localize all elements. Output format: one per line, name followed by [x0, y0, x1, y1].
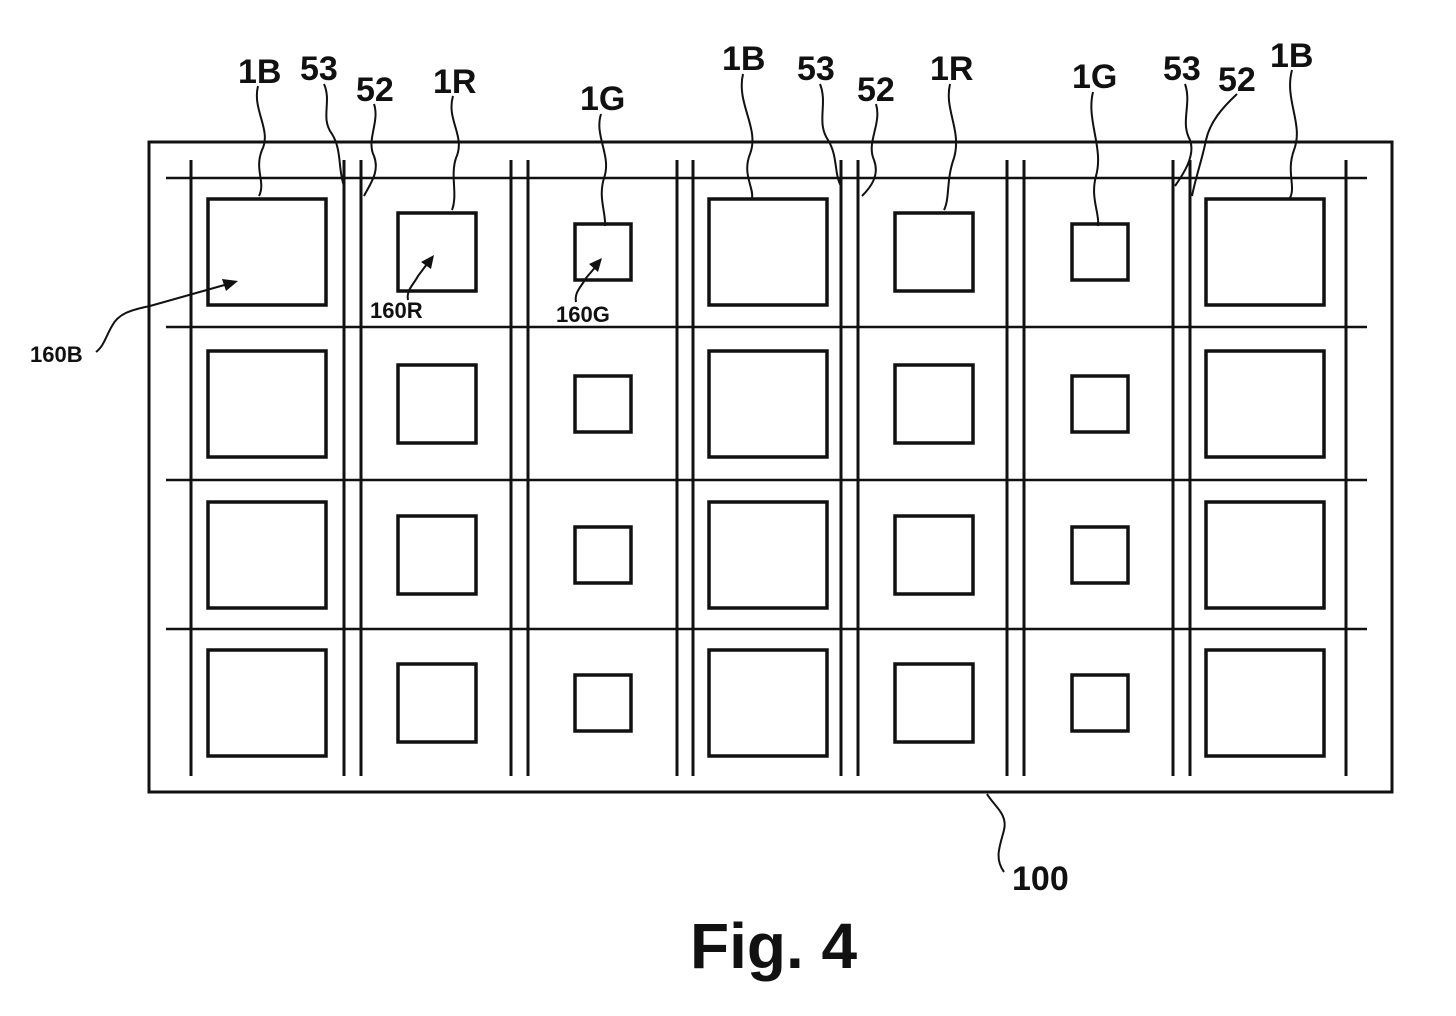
- leader-line: [451, 96, 458, 210]
- pixel-region-b: [1206, 502, 1324, 608]
- substrate-annotation: 100: [987, 794, 1069, 898]
- pixel-region-g: [575, 376, 631, 432]
- leader-line: [862, 104, 877, 196]
- pixel-region-g: [1072, 224, 1128, 280]
- pixel-region-g: [575, 224, 631, 280]
- label-53: 53: [300, 50, 338, 88]
- leader-line: [1091, 92, 1098, 226]
- vertical-lines: [191, 160, 1346, 776]
- arrowhead-160b: [222, 279, 238, 291]
- leader-line: [1192, 94, 1237, 196]
- label-1b: 1B: [1270, 37, 1313, 75]
- pixel-region-b: [709, 650, 827, 756]
- label-52: 52: [356, 71, 394, 109]
- leader-lines: [257, 70, 1297, 226]
- pixel-regions: [208, 199, 1324, 756]
- arrow-160r: [408, 260, 430, 300]
- label-100: 100: [1012, 860, 1069, 898]
- label-1b: 1B: [238, 53, 281, 91]
- pixel-region-b: [1206, 351, 1324, 457]
- pixel-region-r: [895, 213, 973, 291]
- pixel-region-g: [575, 527, 631, 583]
- pixel-region-b: [709, 351, 827, 457]
- pixel-region-r: [398, 664, 476, 742]
- pixel-region-r: [398, 213, 476, 291]
- pixel-region-r: [398, 365, 476, 443]
- label-53: 53: [797, 50, 835, 88]
- label-1r: 1R: [433, 63, 476, 101]
- leader-line: [944, 84, 956, 210]
- label-52: 52: [1218, 61, 1256, 99]
- pixel-region-b: [1206, 650, 1324, 756]
- arrow-160g: [576, 264, 598, 302]
- label-1g: 1G: [580, 80, 625, 118]
- label-1g: 1G: [1072, 58, 1117, 96]
- label-53: 53: [1163, 50, 1201, 88]
- pixel-region-b: [709, 199, 827, 305]
- figure-caption: Fig. 4: [690, 910, 858, 982]
- pixel-region-b: [208, 650, 326, 756]
- pixel-region-r: [398, 516, 476, 594]
- pixel-region-g: [575, 675, 631, 731]
- label-160g: 160G: [556, 302, 610, 327]
- leader-line: [364, 104, 376, 196]
- arrowhead-160g: [589, 258, 602, 272]
- horizontal-lines: [166, 178, 1367, 629]
- leader-line: [742, 74, 753, 198]
- top-labels: 1B 53 52 1R 1G 1B 53 52 1R 1G 53 52 1B: [238, 37, 1313, 118]
- leader-line: [820, 84, 841, 186]
- label-160r: 160R: [370, 298, 423, 323]
- leader-line-100: [987, 794, 1005, 872]
- label-1r: 1R: [930, 50, 973, 88]
- label-1b: 1B: [722, 40, 765, 78]
- pixel-region-b: [208, 502, 326, 608]
- leader-line: [599, 114, 606, 226]
- label-160b: 160B: [30, 342, 83, 367]
- pixel-region-r: [895, 664, 973, 742]
- pixel-region-g: [1072, 675, 1128, 731]
- pixel-region-b: [709, 502, 827, 608]
- pixel-region-r: [895, 516, 973, 594]
- pixel-region-b: [208, 351, 326, 457]
- label-52: 52: [857, 71, 895, 109]
- pixel-region-r: [895, 365, 973, 443]
- leader-line: [324, 84, 344, 186]
- pixel-region-b: [1206, 199, 1324, 305]
- pixel-region-g: [1072, 376, 1128, 432]
- pixel-region-g: [1072, 527, 1128, 583]
- arrowhead-160r: [421, 255, 434, 269]
